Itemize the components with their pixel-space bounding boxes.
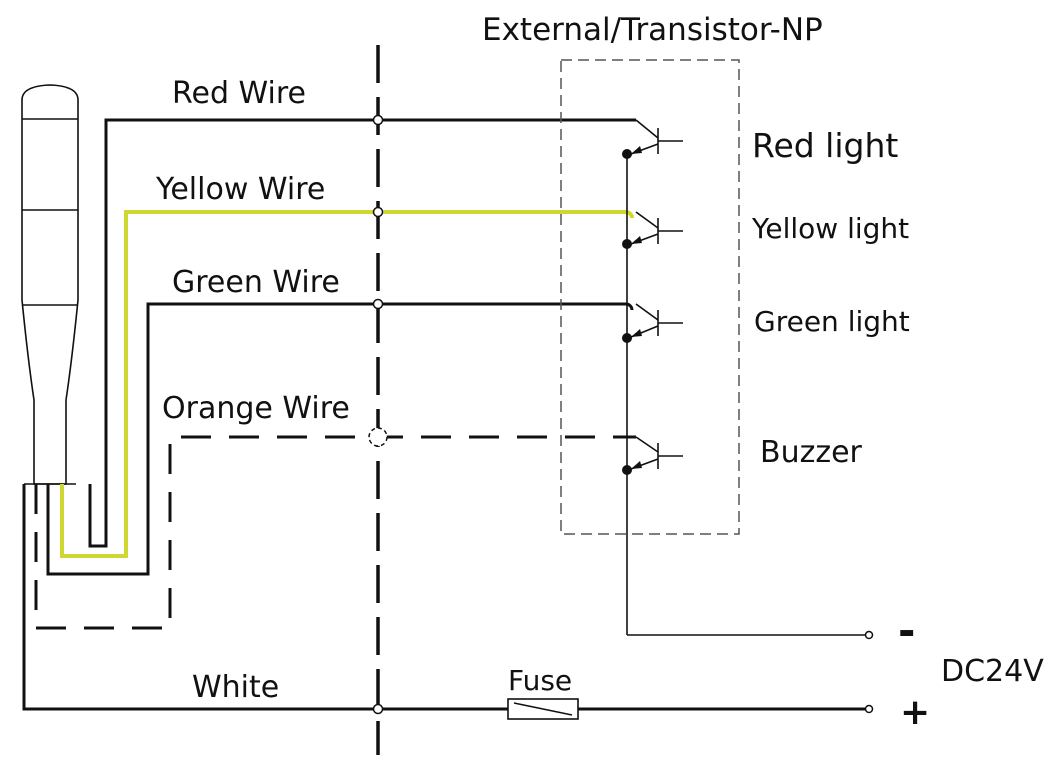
terminal-plus [864,704,874,714]
junction-green [372,298,384,310]
transistor-green [622,303,683,343]
supply-label: DC24V [941,654,1044,689]
module-title: External/Transistor-NP [482,12,823,48]
fuse-label: Fuse [508,664,572,697]
fuse-symbol [507,698,579,720]
red-light-label: Red light [752,126,898,165]
orange-wire-label: Orange Wire [162,391,350,426]
red-wire [88,118,636,548]
white-wire [22,484,508,711]
green-wire-label: Green Wire [172,265,340,300]
plus-sign: + [900,692,930,733]
red-wire-label: Red Wire [172,76,306,111]
transistor-buzzer [622,436,683,475]
transistor-yellow [622,211,683,249]
junction-orange [368,427,388,447]
minus-sign: - [898,606,915,655]
yellow-wire-label: Yellow Wire [155,172,325,207]
yellow-light-label: Yellow light [751,212,909,245]
signal-tower [21,84,79,490]
junction-white [372,703,384,715]
external-module-box [560,59,740,535]
yellow-wire [60,210,626,558]
transistor-red [622,119,683,159]
junction-yellow [372,206,384,218]
orange-wire [34,435,636,630]
buzzer-label: Buzzer [760,435,863,470]
green-light-label: Green light [754,305,910,338]
green-wire [46,302,626,576]
junction-red [372,114,384,126]
terminal-minus [864,630,874,640]
white-wire-label: White [192,670,279,705]
